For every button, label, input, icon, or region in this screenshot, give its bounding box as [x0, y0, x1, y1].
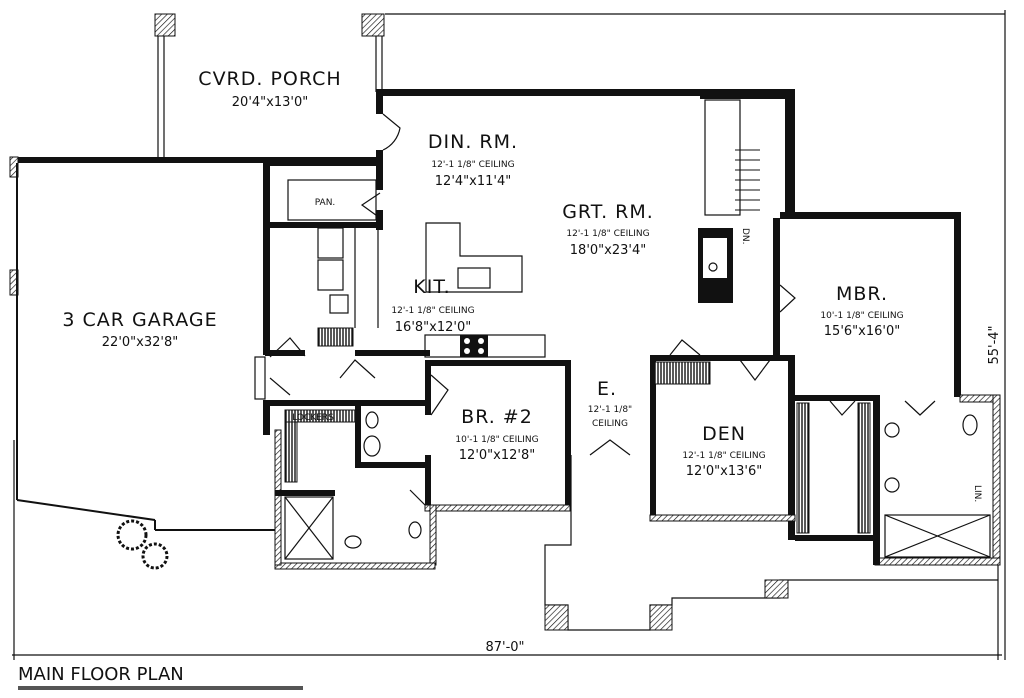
great-room-name: GRT. RM.: [562, 201, 654, 223]
pantry-label: PAN.: [315, 198, 336, 208]
garage-walls: [9, 156, 382, 531]
plan-title-underline: [18, 686, 303, 690]
den-name: DEN: [702, 423, 746, 445]
shrubs: [116, 519, 169, 570]
linen-label: LIN.: [972, 485, 982, 502]
master-name: MBR.: [836, 283, 888, 305]
garage-size: 22'0"x32'8": [102, 335, 178, 350]
great-room-ceiling: 12'-1 1/8" CEILING: [566, 229, 649, 239]
stairs: [698, 99, 760, 303]
bedroom2-size: 12'0"x12'8": [459, 448, 535, 463]
bedroom2-name: BR. #2: [461, 406, 533, 428]
kitchen-size: 16'8"x12'0": [395, 320, 471, 335]
dining-ceiling: 12'-1 1/8" CEILING: [431, 160, 514, 170]
garage-name: 3 CAR GARAGE: [62, 309, 217, 331]
dining-name: DIN. RM.: [428, 131, 518, 153]
plan-title: MAIN FLOOR PLAN: [18, 664, 184, 685]
porch-size: 20'4"x13'0": [232, 95, 308, 110]
dining-size: 12'4"x11'4": [435, 174, 511, 189]
great-room-size: 18'0"x23'4": [570, 243, 646, 258]
front-porch: [544, 455, 998, 631]
bath-fixtures: [284, 411, 991, 560]
master-size: 15'6"x16'0": [824, 324, 900, 339]
dimension-lines: [12, 10, 1006, 660]
den-size: 12'0"x13'6": [686, 464, 762, 479]
kitchen-ceiling: 12'-1 1/8" CEILING: [391, 306, 474, 316]
closets: [284, 327, 871, 534]
house-walls: [265, 89, 1001, 570]
overall-width: 87'-0": [485, 640, 524, 655]
covered-porch: [154, 13, 385, 157]
door-swings: [269, 113, 936, 506]
overall-depth: 55'-4": [987, 325, 1002, 364]
bedroom2-ceiling: 10'-1 1/8" CEILING: [455, 435, 538, 445]
master-ceiling: 10'-1 1/8" CEILING: [820, 311, 903, 321]
den-ceiling: 12'-1 1/8" CEILING: [682, 451, 765, 461]
kitchen-name: KIT.: [413, 276, 450, 298]
entry-ceiling-1: 12'-1 1/8": [588, 405, 632, 415]
stairs-down-label: DN.: [740, 228, 750, 245]
lockers-label: LOCKERS: [292, 413, 334, 423]
porch-name: CVRD. PORCH: [198, 68, 341, 90]
entry-ceiling-2: CEILING: [592, 419, 628, 429]
kitchen-fixtures: [317, 222, 546, 358]
entry-name: E.: [597, 378, 617, 400]
